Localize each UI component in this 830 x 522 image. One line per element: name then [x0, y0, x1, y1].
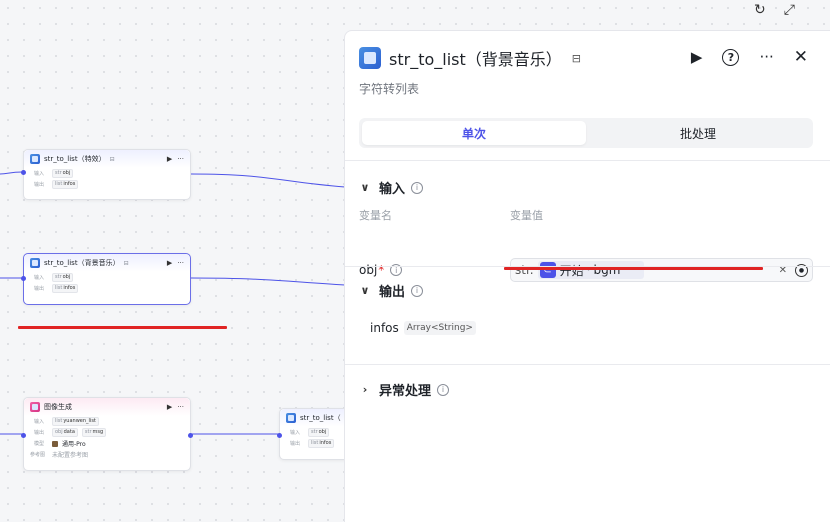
row-label: 模型: [34, 441, 45, 447]
start-node-icon: ⊂: [539, 262, 556, 278]
required-mark: *: [378, 263, 385, 277]
more-icon[interactable]: ···: [177, 259, 184, 267]
node-detail-panel: str_to_list（背景音乐） ⊟ ▶ ? ··· ✕ 字符转列表 单次 批…: [344, 30, 830, 522]
doc-icon[interactable]: ⊟: [571, 51, 581, 65]
node-str-to-list-bgm[interactable]: str_to_list（背景音乐） ⊟ ▶ ··· 输入 strobj 输出 l…: [21, 253, 191, 305]
more-icon[interactable]: ···: [177, 155, 184, 163]
row-label: 输出: [34, 286, 45, 292]
variable-picker-icon[interactable]: ●: [795, 263, 808, 277]
edge-line: [190, 277, 345, 286]
chevron-down-icon: ∨: [360, 284, 370, 297]
output-name: infos: [370, 321, 399, 335]
param-tag: strobj: [52, 273, 74, 282]
variable-value-input[interactable]: str. ⊂ 开始 · bgm ✕ ●: [510, 258, 813, 282]
divider: [345, 160, 830, 161]
annotation-underline: [18, 326, 227, 329]
play-icon[interactable]: ▶: [166, 259, 173, 267]
model-value: 通用-Pro: [62, 441, 86, 448]
node-image-generation[interactable]: 图像生成 ▶ ··· 输入 listyuanwen_list 输出 objdat…: [21, 397, 193, 471]
chevron-down-icon: ∨: [360, 181, 370, 194]
expand-icon[interactable]: ⤢: [783, 2, 795, 18]
run-icon[interactable]: ▶: [690, 48, 703, 66]
error-handling-header[interactable]: › 异常处理 i: [359, 380, 450, 399]
variable-reference-chip[interactable]: ⊂ 开始 · bgm: [537, 261, 644, 279]
more-icon[interactable]: ···: [759, 48, 774, 66]
node-title: 图像生成: [44, 403, 72, 411]
row-label: 输出: [290, 441, 301, 447]
ref-separator: ·: [586, 263, 591, 277]
edge-line: [0, 171, 23, 175]
row-label: 输出: [34, 182, 45, 188]
input-section-title: 输入: [379, 182, 406, 197]
node-str-to-list-effects[interactable]: str_to_list（特效） ⊟ ▶ ··· 输入 strobj 输出 lis…: [21, 149, 191, 200]
output-section-title: 输出: [379, 285, 406, 300]
info-icon[interactable]: i: [411, 284, 424, 297]
panel-subtitle: 字符转列表: [359, 82, 420, 96]
divider: [345, 266, 830, 267]
clear-icon[interactable]: ✕: [778, 264, 787, 276]
image-node-icon: [30, 402, 40, 412]
help-icon[interactable]: ?: [722, 48, 740, 66]
param-tag: objdata: [52, 428, 78, 437]
input-port[interactable]: [21, 170, 26, 175]
input-port[interactable]: [21, 276, 26, 281]
input-section-header[interactable]: ∨ 输入 i: [359, 178, 424, 197]
annotation-underline: [504, 267, 763, 270]
input-port[interactable]: [277, 433, 282, 438]
code-node-icon: [359, 47, 381, 69]
output-type-badge: Array<String>: [403, 321, 476, 335]
more-icon[interactable]: ···: [177, 403, 184, 411]
node-title: str_to_list（特效）: [44, 155, 106, 163]
param-tag: listinfos: [52, 284, 79, 293]
canvas-toolbar: ↻ ⤢: [754, 2, 795, 18]
row-label: 输入: [34, 275, 45, 281]
ref-source: 开始: [559, 263, 584, 278]
output-port[interactable]: [188, 433, 193, 438]
chevron-right-icon: ›: [362, 383, 368, 396]
row-label: 输入: [34, 171, 45, 177]
run-mode-switch: 单次 批处理: [359, 118, 813, 148]
row-label: 参考图: [30, 452, 46, 458]
output-item: infos Array<String>: [370, 321, 476, 335]
close-icon[interactable]: ✕: [793, 47, 808, 67]
node-title: str_to_list（: [300, 414, 341, 422]
param-tag: strobj: [52, 169, 74, 178]
play-icon[interactable]: ▶: [166, 403, 173, 411]
param-tag: listinfos: [308, 439, 335, 448]
param-tag: strmsg: [81, 428, 107, 437]
code-node-icon: [30, 154, 40, 164]
model-icon: [52, 440, 58, 447]
refresh-icon[interactable]: ↻: [754, 2, 766, 18]
row-label: 输入: [34, 419, 45, 425]
info-icon[interactable]: i: [411, 181, 424, 194]
panel-title[interactable]: str_to_list（背景音乐）: [389, 50, 562, 69]
param-tag: listyuanwen_list: [52, 417, 99, 426]
column-label-value: 变量值: [510, 209, 543, 222]
code-node-icon: [286, 413, 296, 423]
param-tag: listinfos: [52, 180, 79, 189]
play-icon[interactable]: ▶: [166, 155, 173, 163]
code-node-icon: [30, 258, 40, 268]
param-tag: strobj: [308, 428, 330, 437]
panel-header: str_to_list（背景音乐） ⊟ ▶ ? ··· ✕: [359, 43, 830, 73]
row-label: 输入: [290, 430, 301, 436]
reference-value: 未配置参考图: [52, 452, 89, 459]
output-section-header[interactable]: ∨ 输出 i: [359, 281, 424, 300]
edge-line: [190, 173, 345, 188]
edge-layer: [0, 171, 345, 435]
tab-batch[interactable]: 批处理: [679, 126, 716, 141]
tab-single[interactable]: 单次: [362, 121, 586, 145]
info-icon[interactable]: i: [390, 264, 403, 276]
input-port[interactable]: [21, 433, 26, 438]
doc-icon: ⊟: [109, 155, 115, 163]
error-section-title: 异常处理: [379, 384, 432, 399]
row-label: 输出: [34, 430, 45, 436]
divider: [345, 364, 830, 365]
node-title: str_to_list（背景音乐）: [44, 259, 120, 267]
column-label-name: 变量名: [359, 209, 392, 222]
doc-icon: ⊟: [123, 259, 129, 267]
info-icon[interactable]: i: [437, 383, 450, 396]
